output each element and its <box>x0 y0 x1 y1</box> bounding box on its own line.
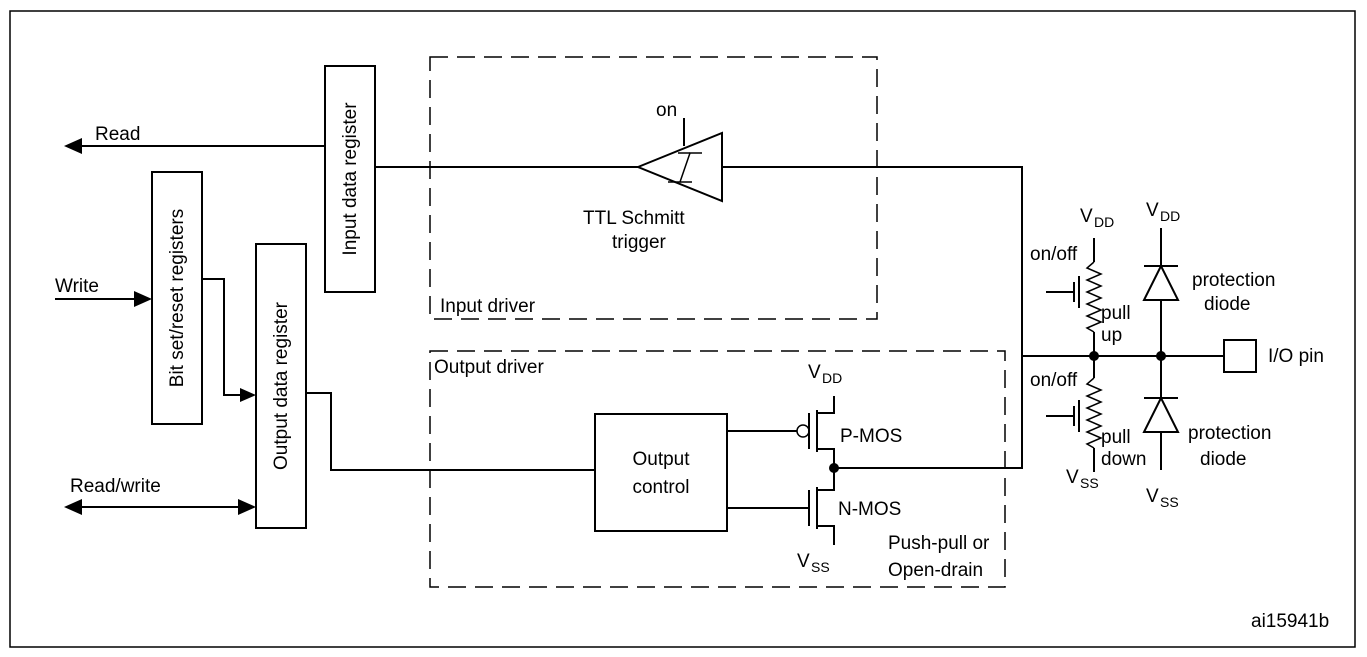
read-write-arrow <box>64 499 256 515</box>
output-control-label-line1: Output <box>632 449 690 470</box>
pull-down-label-line2: down <box>1101 449 1146 470</box>
protection-diode-top <box>1142 228 1180 356</box>
bsr-to-odr-arrow <box>202 278 256 402</box>
input-data-register-box <box>324 65 376 293</box>
pull-up-label-line1: pull <box>1101 303 1131 324</box>
p-mos-vdd-v: V <box>808 362 821 383</box>
diode-bottom-vss-v: V <box>1146 486 1159 507</box>
read-arrow <box>64 138 325 154</box>
p-mos-label: P-MOS <box>840 426 902 447</box>
protection-diode-bottom-label-line2: diode <box>1200 449 1247 470</box>
odr-to-output-control-line <box>306 392 595 471</box>
p-mos-transistor <box>727 396 835 468</box>
bit-set-reset-registers-label: Bit set/reset registers <box>167 209 188 387</box>
protection-diode-bottom-label-line1: protection <box>1188 423 1271 444</box>
figure-id-label: ai15941b <box>1251 611 1329 632</box>
protection-diode-top-label-line2: diode <box>1204 294 1251 315</box>
pull-down-on-off-label: on/off <box>1030 370 1078 391</box>
push-pull-label-line2: Open-drain <box>888 560 983 581</box>
pull-up-label-line2: up <box>1101 325 1122 346</box>
n-mos-vss-sub: SS <box>811 559 830 575</box>
input-driver-label: Input driver <box>440 296 536 317</box>
pull-up-vdd-v: V <box>1080 206 1093 227</box>
input-driver-region <box>429 56 878 320</box>
output-driver-label: Output driver <box>434 357 544 378</box>
pull-up-vdd-sub: DD <box>1094 214 1114 230</box>
input-data-register-label: Input data register <box>340 102 361 256</box>
ttl-schmitt-label-line2: trigger <box>612 232 667 253</box>
n-mos-vss-v: V <box>797 551 810 572</box>
pull-down-vss-sub: SS <box>1080 475 1099 491</box>
diode-top-vdd-v: V <box>1146 200 1159 221</box>
write-label: Write <box>55 276 99 297</box>
protection-diode-bottom <box>1142 356 1180 470</box>
output-data-register-label: Output data register <box>271 301 292 470</box>
ttl-schmitt-label-line1: TTL Schmitt <box>583 208 685 229</box>
hysteresis-icon <box>668 152 702 183</box>
io-pin-label: I/O pin <box>1268 346 1324 367</box>
read-label: Read <box>95 124 140 145</box>
protection-diode-top-label-line1: protection <box>1192 270 1275 291</box>
push-pull-label-line1: Push-pull or <box>888 533 990 554</box>
figure-frame <box>9 10 1356 648</box>
pull-up-resistor <box>1046 238 1103 356</box>
write-arrow <box>55 291 152 307</box>
read-write-label: Read/write <box>70 476 161 497</box>
output-data-register-box <box>255 243 307 529</box>
p-mos-vdd-sub: DD <box>822 370 842 386</box>
n-mos-label: N-MOS <box>838 499 901 520</box>
diode-top-vdd-sub: DD <box>1160 208 1180 224</box>
schmitt-to-pad-line <box>722 166 1023 356</box>
bit-set-reset-registers-box <box>151 171 203 425</box>
diode-bottom-vss-sub: SS <box>1160 494 1179 510</box>
pull-down-vss-v: V <box>1066 467 1079 488</box>
schmitt-on-label: on <box>656 100 677 121</box>
io-pin-box <box>1223 339 1257 373</box>
pull-down-resistor <box>1046 356 1103 472</box>
driver-output-line <box>834 356 1023 469</box>
pull-down-label-line1: pull <box>1101 427 1131 448</box>
output-control-label-line2: control <box>632 477 689 498</box>
pull-up-on-off-label: on/off <box>1030 244 1078 265</box>
output-control-box <box>594 413 728 532</box>
n-mos-transistor <box>727 468 835 545</box>
